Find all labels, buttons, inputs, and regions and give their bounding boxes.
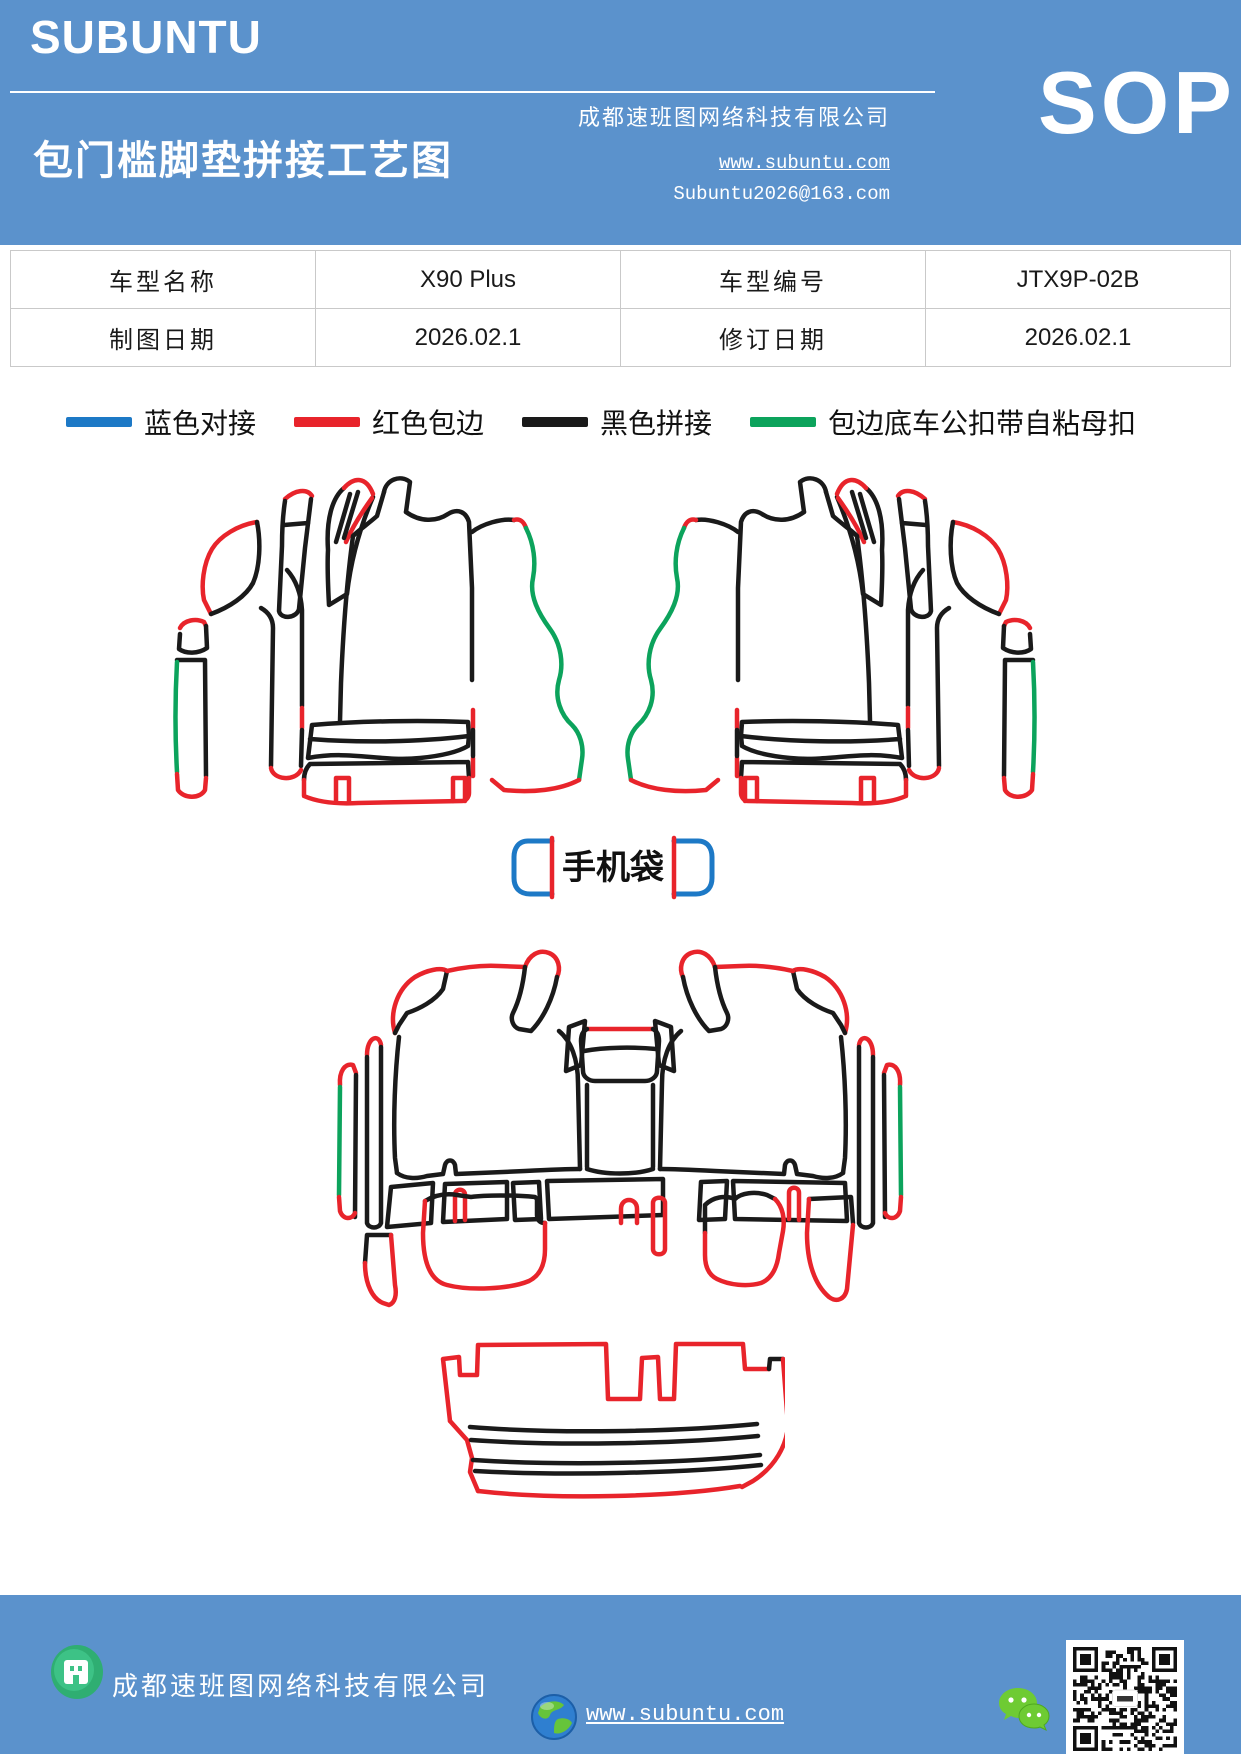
qr-code [1066, 1640, 1184, 1754]
building-icon [51, 1645, 103, 1699]
rear-center-console [578, 1026, 662, 1176]
table-row: 车型名称 X90 Plus 车型编号 JTX9P-02B [10, 250, 1231, 309]
rear-bottom-pieces [384, 1176, 850, 1257]
legend-item-black: 黑色拼接 [522, 402, 712, 442]
draw-date-value: 2026.02.1 [315, 308, 621, 367]
revise-date-value: 2026.02.1 [925, 308, 1231, 367]
trunk-mat-outline [440, 1341, 785, 1499]
header-divider-line [10, 91, 935, 93]
red-line-swatch [294, 417, 361, 427]
phone-bag-left-piece [511, 835, 555, 900]
rear-hanging-pieces [362, 1190, 856, 1308]
globe-icon [531, 1694, 577, 1740]
phone-bag-text: 手机袋 [562, 848, 664, 888]
legend-item-blue: 蓝色对接 [66, 402, 256, 442]
black-line-swatch [522, 417, 589, 427]
brand-logo: SUBUNTU [30, 11, 262, 63]
footer-website-link[interactable]: www.subuntu.com [586, 1702, 785, 1727]
model-code-label: 车型编号 [620, 250, 926, 309]
sop-label: SOP [1038, 53, 1236, 152]
header-company-name: 成都速班图网络科技有限公司 [577, 106, 890, 131]
legend: 蓝色对接 红色包边 黑色拼接 包边底车公扣带自粘母扣 [66, 402, 1186, 442]
rear-mat-left-drawing [336, 949, 590, 1230]
front-mats-diagram [173, 428, 1050, 808]
model-name-label: 车型名称 [10, 250, 316, 309]
second-row-mats-diagram [336, 933, 955, 1308]
wechat-icon [999, 1688, 1050, 1732]
phone-bag-label: 手机袋 [511, 835, 715, 900]
rear-mat-right-drawing [653, 952, 901, 1228]
front-mat-right-drawing [627, 478, 1034, 803]
header-email: Subuntu2026@163.com [673, 183, 890, 205]
footer-company-name: 成都速班图网络科技有限公司 [112, 1672, 490, 1702]
front-mat-left-drawing [173, 476, 585, 806]
model-code-value: JTX9P-02B [925, 250, 1231, 309]
blue-line-swatch [66, 417, 132, 427]
legend-item-red: 红色包边 [294, 402, 484, 442]
vehicle-info-table: 车型名称 X90 Plus 车型编号 JTX9P-02B 制图日期 2026.0… [10, 250, 1231, 367]
legend-item-green: 包边底车公扣带自粘母扣 [750, 402, 1136, 442]
trunk-mat-diagram [440, 1341, 785, 1499]
table-row: 制图日期 2026.02.1 修订日期 2026.02.1 [10, 308, 1231, 367]
phone-bag-right-piece [671, 835, 715, 900]
header-website-link[interactable]: www.subuntu.com [718, 152, 890, 174]
header: SUBUNTU 包门槛脚垫拼接工艺图 成都速班图网络科技有限公司 www.sub… [0, 0, 1241, 245]
page-title: 包门槛脚垫拼接工艺图 [33, 138, 453, 184]
model-name-value: X90 Plus [315, 250, 621, 309]
green-line-swatch [750, 417, 817, 427]
revise-date-label: 修订日期 [620, 308, 926, 367]
draw-date-label: 制图日期 [10, 308, 316, 367]
